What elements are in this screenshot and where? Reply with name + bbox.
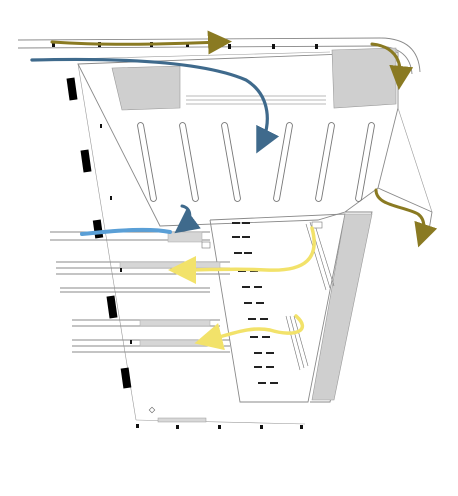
navy-route-short: [174, 204, 201, 234]
light-blue-route: [80, 227, 172, 236]
platform-tracks: [50, 231, 230, 353]
olive-route-top: [50, 30, 232, 55]
seating-clusters: [232, 222, 278, 384]
yellow-route-lower: [194, 314, 304, 351]
hatched-block-left: [111, 65, 181, 111]
rack-row: [186, 95, 326, 105]
ramps: [201, 221, 335, 371]
hatched-block-right: [331, 47, 397, 109]
olive-route-corner: [370, 42, 414, 90]
navy-route: [30, 57, 280, 154]
hatched-wall-strip: [311, 213, 373, 401]
yellow-route-upper: [168, 226, 316, 284]
slot-rows: [137, 122, 375, 202]
olive-route-right: [374, 188, 438, 248]
